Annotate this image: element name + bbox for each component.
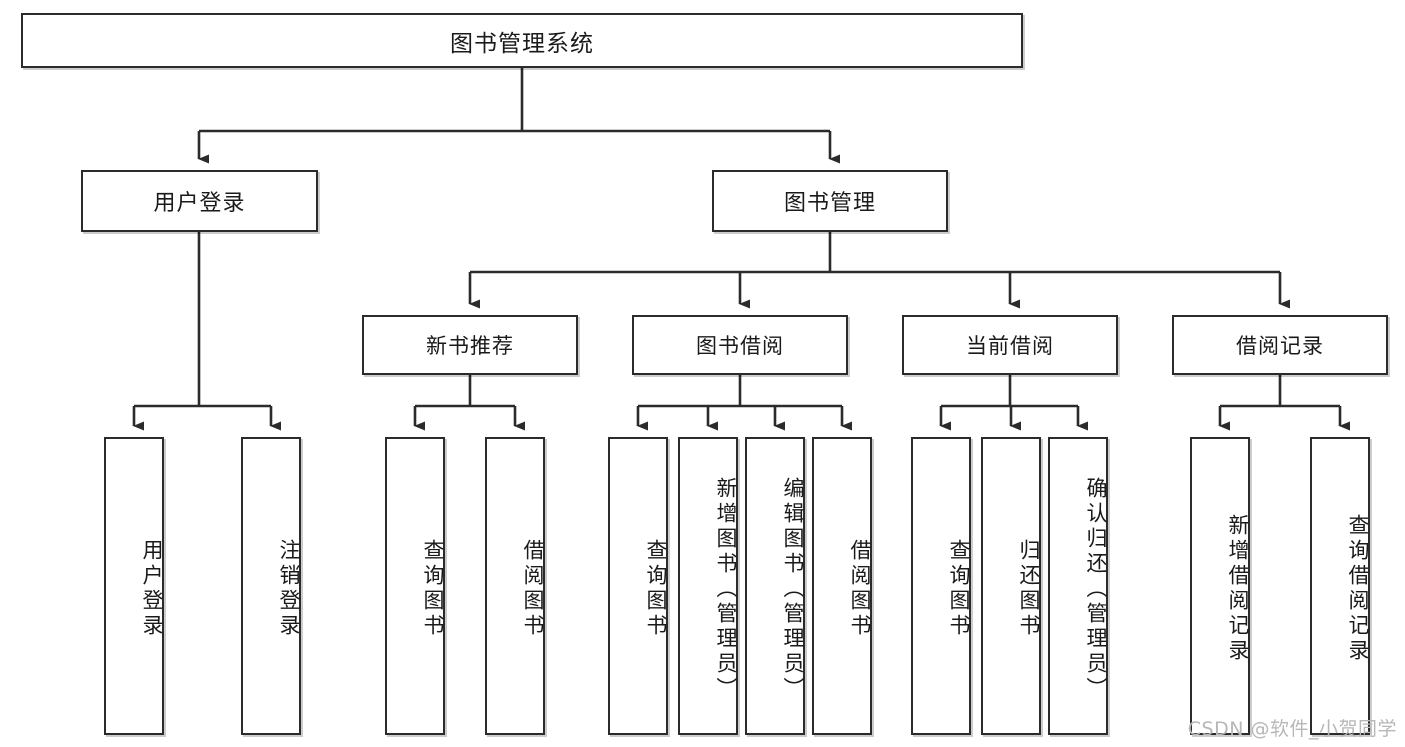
- node-label: 图书管理: [783, 191, 876, 216]
- node-leaf-return-book[interactable]: 归还图书: [981, 437, 1041, 735]
- node-leaf-edit-book[interactable]: 编辑图书（管理员）: [745, 437, 805, 735]
- node-borrow-record[interactable]: 借阅记录: [1172, 315, 1388, 375]
- node-label: 新增图书（管理员）: [714, 476, 738, 702]
- node-book-borrow[interactable]: 图书借阅: [632, 315, 848, 375]
- node-label: 编辑图书（管理员）: [781, 476, 805, 702]
- node-label: 借阅记录: [1236, 334, 1324, 358]
- node-current-borrow[interactable]: 当前借阅: [902, 315, 1118, 375]
- node-book-manage[interactable]: 图书管理: [712, 170, 948, 232]
- node-root[interactable]: 图书管理系统: [21, 13, 1023, 68]
- node-label: 图书管理系统: [450, 30, 594, 57]
- node-user-login[interactable]: 用户登录: [81, 170, 318, 232]
- node-label: 新书推荐: [426, 334, 514, 358]
- node-label: 新增借阅记录: [1226, 514, 1250, 664]
- node-leaf-query-record[interactable]: 查询借阅记录: [1310, 437, 1370, 735]
- node-label: 查询图书: [644, 539, 668, 639]
- node-leaf-query-book-2[interactable]: 查询图书: [608, 437, 668, 735]
- node-label: 查询借阅记录: [1346, 514, 1370, 664]
- node-label: 归还图书: [1017, 539, 1041, 639]
- node-leaf-confirm-return[interactable]: 确认归还（管理员）: [1048, 437, 1108, 735]
- node-label: 当前借阅: [966, 334, 1054, 358]
- node-leaf-query-book-1[interactable]: 查询图书: [385, 437, 445, 735]
- node-leaf-borrow-book-2[interactable]: 借阅图书: [812, 437, 872, 735]
- node-label: 注销登录: [277, 539, 301, 639]
- node-label: 确认归还（管理员）: [1084, 476, 1108, 702]
- node-leaf-add-record[interactable]: 新增借阅记录: [1190, 437, 1250, 735]
- node-leaf-borrow-book-1[interactable]: 借阅图书: [485, 437, 545, 735]
- node-label: 查询图书: [947, 539, 971, 639]
- node-label: 图书借阅: [696, 334, 784, 358]
- watermark-text: CSDN @软件_小贺同学: [1187, 718, 1397, 740]
- node-leaf-query-book-3[interactable]: 查询图书: [911, 437, 971, 735]
- node-leaf-user-logout[interactable]: 注销登录: [241, 437, 301, 735]
- node-leaf-user-login[interactable]: 用户登录: [104, 437, 164, 735]
- node-new-book-rec[interactable]: 新书推荐: [362, 315, 578, 375]
- node-label: 用户登录: [153, 191, 246, 216]
- node-label: 借阅图书: [848, 539, 872, 639]
- node-leaf-add-book[interactable]: 新增图书（管理员）: [678, 437, 738, 735]
- node-label: 查询图书: [421, 539, 445, 639]
- node-label: 用户登录: [140, 539, 164, 639]
- node-label: 借阅图书: [521, 539, 545, 639]
